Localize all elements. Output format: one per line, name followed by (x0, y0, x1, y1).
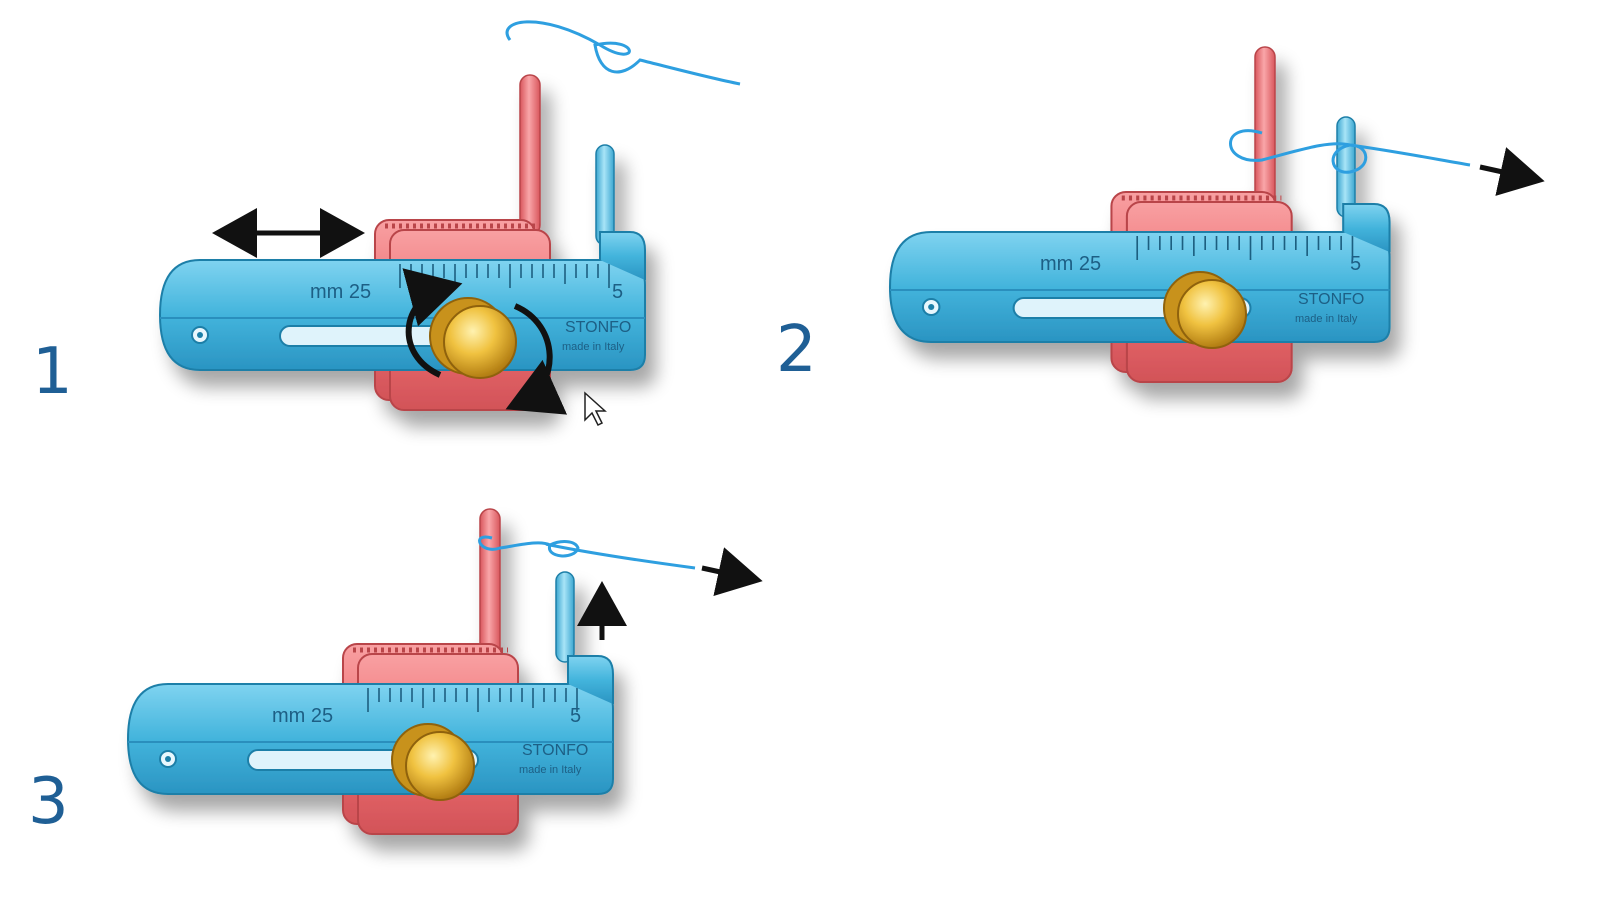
step-number-3: 3 (28, 765, 69, 839)
step-3-text: mm 25 5 STONFO made in Italy (272, 705, 588, 776)
blue-pin (595, 144, 615, 246)
blue-pin (555, 571, 575, 663)
brand-label: STONFO (565, 319, 631, 336)
step-1-diagram (160, 74, 645, 410)
scale-end-label: 5 (612, 281, 623, 303)
step-number-2: 2 (776, 313, 817, 387)
mouse-pointer-icon (584, 391, 607, 427)
origin-label: made in Italy (519, 764, 582, 776)
scale-end-label: 5 (1350, 253, 1361, 275)
pull-arrow (1479, 147, 1545, 196)
gold-knob (391, 723, 475, 801)
step-1-text: mm 25 5 STONFO made in Italy (310, 281, 631, 353)
step-3-diagram (128, 508, 613, 834)
brand-label: STONFO (1298, 291, 1364, 308)
brand-label: STONFO (522, 742, 588, 759)
thread (1229, 129, 1471, 174)
origin-label: made in Italy (1295, 313, 1358, 325)
red-pin (519, 74, 541, 236)
scale-label: mm 25 (272, 705, 333, 727)
red-pin (1254, 46, 1276, 208)
step-2-text: mm 25 5 STONFO made in Italy (1040, 253, 1364, 325)
thread (505, 20, 741, 86)
scale-end-label: 5 (570, 705, 581, 727)
thread (478, 535, 696, 570)
step-2-diagram (890, 46, 1390, 382)
origin-label: made in Italy (562, 341, 625, 353)
scale-label: mm 25 (310, 281, 371, 303)
red-pin (479, 508, 501, 660)
pull-arrow (701, 547, 763, 597)
rotate-arrow-right (505, 303, 568, 415)
step-number-1: 1 (32, 335, 73, 409)
blue-pin (1336, 116, 1356, 218)
gold-knob (1163, 271, 1247, 349)
scale-label: mm 25 (1040, 253, 1101, 275)
rotate-arrow-left (402, 268, 463, 378)
